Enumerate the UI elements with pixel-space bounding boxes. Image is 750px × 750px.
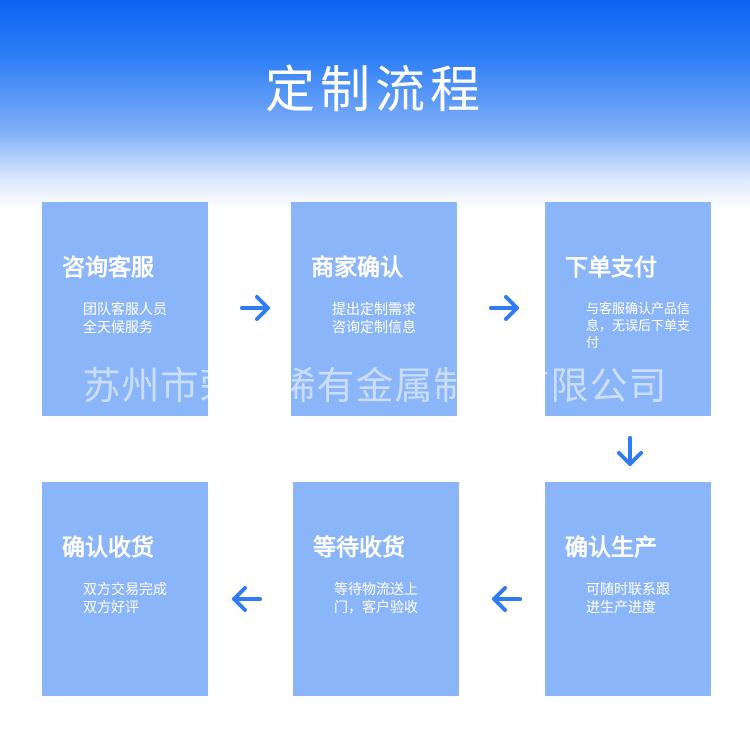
header-background	[0, 0, 750, 210]
step-card-consult: 咨询客服 团队客服人员 全天候服务	[42, 202, 208, 416]
step-description: 团队客服人员 全天候服务	[83, 301, 205, 337]
step-desc-line: 团队客服人员	[83, 302, 167, 318]
step-title: 等待收货	[313, 535, 405, 561]
step-desc-line: 息，无误后下单支	[586, 319, 691, 334]
step-desc-line: 全天候服务	[83, 320, 153, 336]
step-card-order-payment: 下单支付 与客服确认产品信 息，无误后下单支 付	[545, 202, 711, 416]
down-arrow-icon	[612, 434, 648, 470]
step-description: 双方交易完成 双方好评	[83, 581, 205, 617]
company-watermark: 苏州市荣千稀有金属制品有限公司	[82, 364, 668, 408]
step-description: 可随时联系跟 进生产进度	[586, 581, 708, 617]
step-card-await-delivery: 等待收货 等待物流送上 门，客户验收	[293, 482, 459, 696]
step-desc-line: 进生产进度	[586, 600, 656, 616]
step-card-confirm-receipt: 确认收货 双方交易完成 双方好评	[42, 482, 208, 696]
step-desc-line: 付	[586, 336, 600, 351]
page-title: 定制流程	[265, 61, 485, 119]
step-description: 提出定制需求 咨询定制信息	[332, 301, 454, 337]
step-desc-line: 等待物流送上	[334, 582, 418, 598]
step-desc-line: 双方好评	[83, 600, 139, 616]
step-desc-line: 门，客户验收	[334, 600, 418, 616]
step-desc-line: 提出定制需求	[332, 302, 416, 318]
left-arrow-icon	[488, 581, 524, 617]
step-title: 确认收货	[62, 535, 154, 561]
step-desc-line: 与客服确认产品信	[586, 302, 691, 317]
step-title: 确认生产	[565, 535, 657, 561]
step-card-merchant-confirm: 商家确认 提出定制需求 咨询定制信息	[291, 202, 457, 416]
right-arrow-icon	[238, 290, 274, 326]
step-desc-line: 咨询定制信息	[332, 320, 416, 336]
step-desc-line: 双方交易完成	[83, 582, 167, 598]
step-desc-line: 可随时联系跟	[586, 582, 670, 598]
step-title: 下单支付	[565, 255, 657, 281]
left-arrow-icon	[228, 581, 264, 617]
step-description: 等待物流送上 门，客户验收	[334, 581, 456, 617]
right-arrow-icon	[487, 290, 523, 326]
step-card-confirm-production: 确认生产 可随时联系跟 进生产进度	[545, 482, 711, 696]
step-description: 与客服确认产品信 息，无误后下单支 付	[586, 301, 708, 352]
step-title: 咨询客服	[62, 255, 154, 281]
step-title: 商家确认	[311, 255, 403, 281]
